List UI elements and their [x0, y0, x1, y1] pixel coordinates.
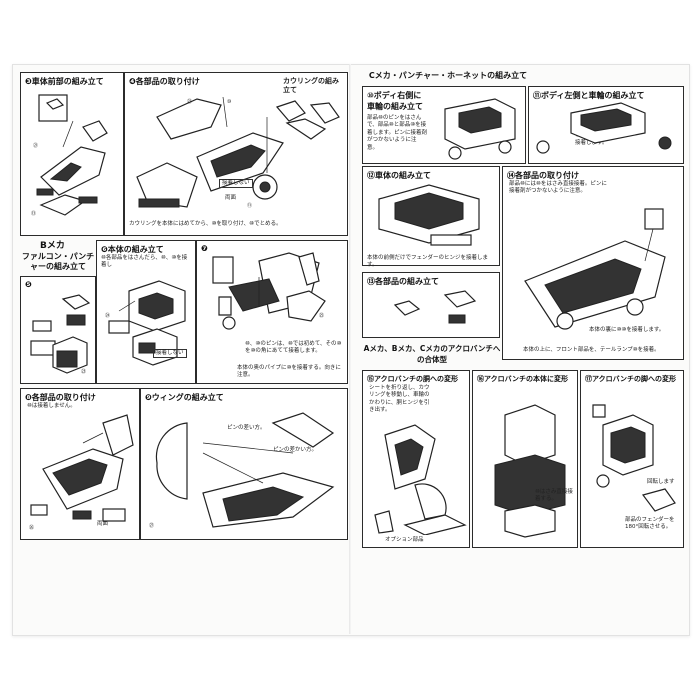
- step-8-both-sides: 両面: [97, 521, 109, 527]
- step-8-title: ❽各部品の取り付け: [25, 393, 96, 402]
- no-glue-label: 接着しない: [219, 179, 253, 189]
- step-14-illustration: [524, 208, 666, 330]
- b-meka-heading: Bメカ: [40, 241, 65, 251]
- panel-step-14: ⑭各部品の取り付け 部品⑩には⑩をはさみ直接接着。ピンに接着剤がつかないように注…: [502, 166, 684, 360]
- step-13-title: ⑬各部品の組み立て: [367, 277, 439, 286]
- svg-text:⑪: ⑪: [247, 202, 252, 209]
- step-16-title: ⑯アクロバンチの本体に変形: [477, 375, 568, 383]
- panel-step-11: ⑪ボディ左側と車輪の組み立て 部品⑩のピンをはさんで、部品⑩を接着します。: [528, 86, 684, 164]
- step-15-illustration: [374, 424, 467, 535]
- pin-hole-label: ピンの差い方。: [227, 425, 266, 431]
- step-3-title: ❸車体前部の組み立て: [25, 77, 104, 86]
- step-7-note-2: 本体の奥のパイプに⑩を接着する。向きに注意。: [237, 365, 341, 379]
- step-12-title: ⑫車体の組み立て: [367, 171, 431, 180]
- step-11-illustration: [536, 102, 672, 154]
- step-8-note: ⑩は接着しません。: [27, 403, 76, 409]
- panel-step-8: ❽各部品の取り付け ⑩は接着しません。 ㉖ 両面: [20, 388, 140, 540]
- both-sides-label: 両面: [225, 195, 237, 201]
- svg-text:㉕: ㉕: [319, 312, 324, 319]
- panel-step-13: ⑬各部品の組み立て: [362, 272, 500, 338]
- svg-text:㉔: ㉔: [105, 312, 110, 319]
- step-13-illustration: [393, 290, 477, 324]
- step-8-illustration: ㉖: [29, 414, 134, 531]
- step-7-title: ❼: [201, 244, 208, 253]
- step-14-note-3: 本体の上に、フロント部品を、テールランプ⑩を接着。: [523, 347, 660, 353]
- step-16-note: ⑩はさみ直接接着する。: [535, 489, 573, 503]
- step-12-note: 本体の前側だけでフェンダーのヒンジを接着します。: [367, 255, 489, 269]
- step-10-note: 部品⑩のピンをはさんで、部品⑩と部品⑩を接着します。ピンに接着剤がつかないように…: [367, 115, 427, 151]
- step-14-note-2: 本体の裏に⑩⑩を接着します。: [589, 327, 665, 333]
- panel-b-meka-heading: Bメカ ファルコン・パンチャーの組み立て: [20, 236, 96, 276]
- step-15-title: ⑮アクロバンチの胴への変形: [367, 375, 458, 383]
- svg-text:⑩: ⑩: [227, 99, 232, 105]
- panel-step-5: ❺ ㉓: [20, 276, 96, 384]
- step-10-title: ⑩ボディ右側に車輪の組み立て: [367, 91, 423, 111]
- svg-text:㉗: ㉗: [149, 522, 154, 529]
- combine-heading: Aメカ、Bメカ、Cメカのアクロバンチへの合体型: [363, 344, 501, 364]
- step-17-illustration: [592, 404, 676, 512]
- step-9-illustration: ㉗: [149, 412, 335, 529]
- pin-hole-label-2: ピンの差かい方。: [273, 447, 318, 453]
- step-14-note: 部品⑩には⑩をはさみ直接接着。ピンに接着剤がつかないように注意。: [509, 181, 607, 195]
- panel-step-6: ❻本体の組み立て ⑩各部品をはさんだら、⑩、⑩を接着し ㉔ 接着しない: [96, 240, 196, 384]
- falcon-heading: ファルコン・パンチャーの組み立て: [21, 252, 95, 272]
- cowling-note: カウリングを本体にはめてから、⑩を取り付け、⑩でとめる。: [129, 221, 282, 227]
- step-6-note: ⑩各部品をはさんだら、⑩、⑩を接着し: [101, 255, 188, 269]
- step-15-note: シートを折り返し、カウリングを移動し、車輪のかわりに、胴ヒンジを引き出す。: [369, 385, 430, 414]
- step-9-title: ❾ウィングの組み立て: [145, 393, 224, 402]
- step-14-title: ⑭各部品の取り付け: [507, 171, 579, 180]
- step-7-illustration: ㉕: [212, 252, 326, 330]
- step-6-illustration: ㉔: [105, 280, 186, 366]
- page-fold: [349, 64, 351, 634]
- step-4-title: ❹各部品の取り付け: [129, 77, 200, 86]
- panel-step-10: ⑩ボディ右側に車輪の組み立て 部品⑩のピンをはさんで、部品⑩と部品⑩を接着します…: [362, 86, 526, 164]
- step-4-illustration: ㉒ ⑩ ⑪: [136, 96, 340, 209]
- panel-step-3: ❸車体前部の組み立て ㉑ ⑬: [20, 72, 124, 236]
- panel-step-12: ⑫車体の組み立て 本体の前側だけでフェンダーのヒンジを接着します。: [362, 166, 500, 268]
- step-3-illustration: ㉑ ⑬: [31, 94, 108, 217]
- step-11-title: ⑪ボディ左側と車輪の組み立て: [533, 91, 645, 100]
- panel-step-17: ⑰アクロバンチの脚への変形 回転します 部品のフェンダーを180°回転させる。: [580, 370, 684, 548]
- step-10-illustration: [444, 98, 516, 160]
- svg-text:⑬: ⑬: [31, 210, 36, 217]
- step-16-illustration: [494, 404, 566, 538]
- step-7-note-1: ⑩、⑩のピンは、⑩では初めて、その⑩を⑩の角にあてて接着します。: [245, 341, 342, 355]
- step-6-no-glue: 接着しない: [153, 349, 187, 359]
- panel-step-9: ❾ウィングの組み立て ㉗ ピンの差い方。 ピンの差かい方。: [140, 388, 348, 540]
- panel-step-4: ❹各部品の取り付け カウリングの組み立て ㉒ ⑩ ⑪ 接着しない 両面 カウリン…: [124, 72, 348, 236]
- cowling-heading: カウリングの組み立て: [283, 77, 339, 95]
- svg-text:㉑: ㉑: [33, 142, 38, 149]
- c-meka-heading: Cメカ・パンチャー・ホーネットの組み立て: [368, 71, 528, 80]
- panel-step-15: ⑮アクロバンチの胴への変形 シートを折り返し、カウリングを移動し、車輪のかわりに…: [362, 370, 470, 548]
- svg-text:㉖: ㉖: [29, 524, 34, 531]
- panel-step-16: ⑯アクロバンチの本体に変形 ⑩はさみ直接接着する。: [472, 370, 578, 548]
- rotate-label: 回転します: [647, 479, 675, 485]
- option-label: オプション部品: [385, 537, 424, 543]
- svg-text:㉒: ㉒: [187, 98, 192, 105]
- panel-step-7: ❼ ㉕ ⑩、⑩のピンは、⑩では初めて、その⑩を⑩の角にあてて接着します。 本体の…: [196, 240, 348, 384]
- step-5-illustration: ㉓: [30, 294, 91, 375]
- step-17-note: 部品のフェンダーを180°回転させる。: [625, 517, 675, 531]
- step-12-illustration: [378, 184, 480, 246]
- step-6-title: ❻本体の組み立て: [101, 245, 164, 254]
- step-5-title: ❺: [25, 280, 32, 289]
- step-17-title: ⑰アクロバンチの脚への変形: [585, 375, 676, 383]
- svg-text:㉓: ㉓: [81, 368, 86, 375]
